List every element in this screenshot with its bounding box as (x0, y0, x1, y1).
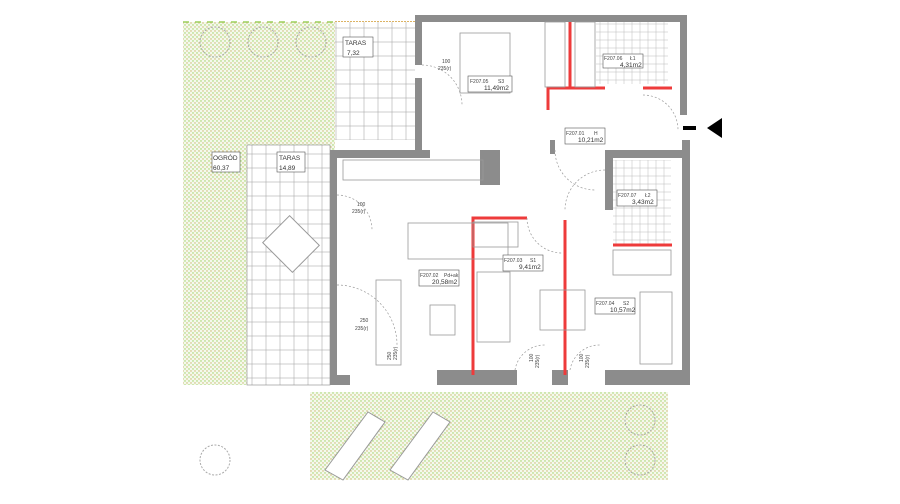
svg-text:3,43m2: 3,43m2 (632, 199, 654, 206)
svg-text:60,37: 60,37 (213, 165, 230, 172)
svg-text:H: H (594, 131, 598, 137)
entrance-arrow-icon (683, 118, 722, 138)
svg-text:250: 250 (387, 351, 393, 360)
svg-text:100: 100 (357, 202, 366, 208)
svg-text:100: 100 (529, 353, 535, 362)
label-terrace-side: TARAS 14,89 (276, 151, 306, 173)
furniture (342, 21, 673, 366)
svg-text:F207.01: F207.01 (566, 131, 585, 137)
svg-text:F207.07: F207.07 (618, 193, 637, 199)
svg-text:F207.06: F207.06 (604, 56, 623, 62)
partition-walls (471, 22, 672, 375)
walls (330, 15, 690, 385)
svg-text:F207.04: F207.04 (596, 301, 615, 307)
svg-text:7,32: 7,32 (347, 50, 360, 57)
svg-text:S2: S2 (623, 301, 629, 307)
room-label-s2: F207.04 S2 10,57m2 (594, 297, 636, 315)
svg-text:F207.05: F207.05 (470, 79, 489, 85)
label-terrace-top: TARAS 7,32 (342, 36, 374, 58)
dining-set-icon (262, 215, 320, 273)
svg-text:Pd+ak: Pd+ak (444, 273, 459, 279)
svg-text:OGRÓD: OGRÓD (213, 153, 238, 162)
tree-icon (199, 26, 656, 476)
svg-text:S3: S3 (498, 79, 504, 85)
svg-text:250: 250 (360, 318, 369, 324)
svg-text:235(r): 235(r) (438, 66, 452, 72)
sunbed-icon (324, 411, 451, 481)
svg-text:TARAS: TARAS (345, 40, 367, 47)
svg-text:10,21m2: 10,21m2 (578, 137, 604, 144)
label-garden: OGRÓD 60,37 (211, 151, 241, 173)
svg-text:235(r): 235(r) (585, 354, 591, 368)
svg-text:S1: S1 (530, 258, 536, 264)
svg-text:F207.03: F207.03 (504, 258, 523, 264)
svg-text:235(r): 235(r) (393, 346, 399, 360)
svg-text:100: 100 (442, 59, 451, 65)
svg-text:Ł2: Ł2 (645, 193, 651, 199)
svg-text:20,58m2: 20,58m2 (432, 279, 458, 286)
door-swings (336, 64, 679, 371)
svg-text:Ł1: Ł1 (630, 56, 636, 62)
svg-text:F207.02: F207.02 (420, 273, 439, 279)
room-label-s3: F207.05 S3 11,49m2 (467, 75, 513, 93)
svg-text:10,57m2: 10,57m2 (610, 307, 636, 314)
svg-text:235(r): 235(r) (535, 354, 541, 368)
svg-text:9,41m2: 9,41m2 (519, 264, 541, 271)
room-label-l2: F207.07 Ł2 3,43m2 (616, 189, 658, 207)
room-label-l1: F207.06 Ł1 4,31m2 (602, 53, 644, 69)
dimension-labels: 100 235(r) 100 235(r) 250 235(r) 250 235… (352, 59, 591, 368)
svg-text:14,89: 14,89 (279, 165, 296, 172)
svg-text:4,31m2: 4,31m2 (620, 62, 642, 69)
svg-text:100: 100 (579, 353, 585, 362)
room-label-living: F207.02 Pd+ak 20,58m2 (418, 269, 460, 287)
room-label-s1: F207.03 S1 9,41m2 (502, 254, 544, 272)
svg-text:235(r): 235(r) (352, 209, 366, 215)
room-label-hall: F207.01 H 10,21m2 (564, 127, 606, 145)
svg-text:235(r): 235(r) (355, 326, 369, 332)
svg-text:11,49m2: 11,49m2 (484, 85, 509, 92)
svg-text:TARAS: TARAS (279, 155, 301, 162)
